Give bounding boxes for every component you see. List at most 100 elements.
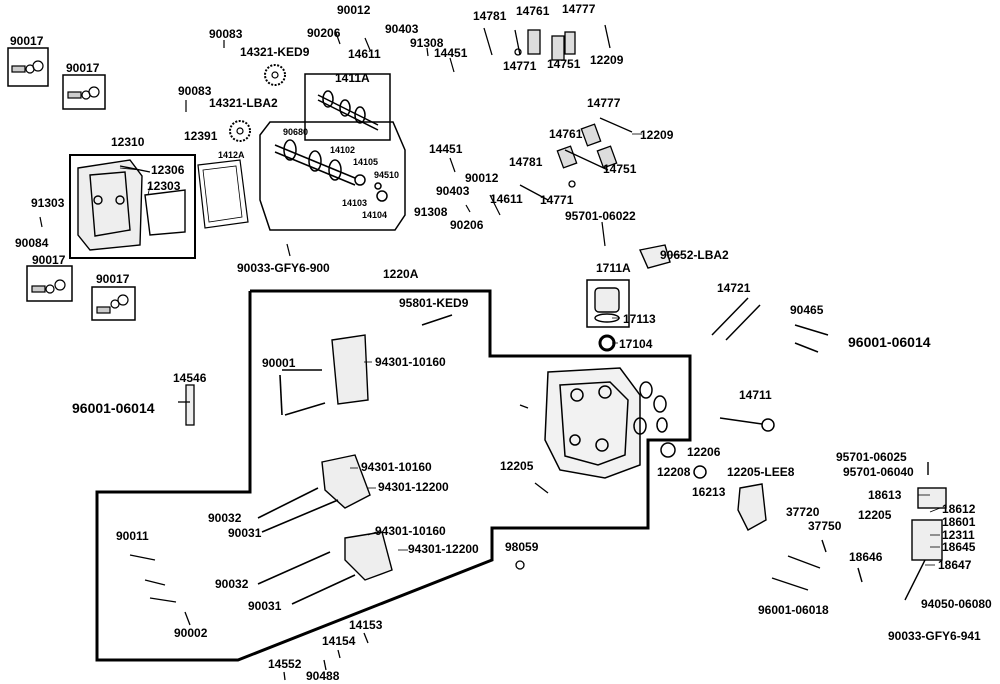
label-94301-12200-b: 94301-12200 bbox=[408, 542, 479, 556]
label-90032-a: 90032 bbox=[208, 511, 242, 525]
sprocket-ked9-shape bbox=[264, 64, 286, 86]
box-camshaft-kit bbox=[259, 121, 406, 231]
studs-shape bbox=[257, 314, 453, 605]
label-94301-12200-a: 94301-12200 bbox=[378, 480, 449, 494]
label-90403-a: 90403 bbox=[385, 22, 419, 36]
label-14451-b: 14451 bbox=[429, 142, 463, 156]
label-95701-06040: 95701-06040 bbox=[843, 465, 914, 479]
sprocket-lba2-shape bbox=[229, 120, 251, 142]
label-98059: 98059 bbox=[505, 540, 539, 554]
label-96001-06014-a: 96001-06014 bbox=[72, 400, 155, 416]
cylinder-head-shape bbox=[544, 367, 668, 479]
label-12206: 12206 bbox=[687, 445, 721, 459]
cylinder-head-group-boundary bbox=[95, 289, 692, 662]
small-fasteners-shape bbox=[39, 29, 606, 257]
camshaft-a-shape bbox=[317, 90, 379, 131]
label-14721: 14721 bbox=[717, 281, 751, 295]
label-94510: 94510 bbox=[374, 170, 400, 180]
label-14777-a: 14777 bbox=[562, 2, 596, 16]
label-14761-a: 14761 bbox=[516, 4, 550, 18]
misc-small-parts-shape bbox=[129, 384, 549, 681]
label-90011: 90011 bbox=[116, 529, 149, 543]
box-1411A bbox=[304, 73, 391, 141]
label-14546: 14546 bbox=[173, 371, 207, 385]
label-14771-a: 14771 bbox=[503, 59, 537, 73]
label-14105: 14105 bbox=[353, 157, 379, 167]
label-90083-b: 90083 bbox=[178, 84, 212, 98]
label-95701-06022: 95701-06022 bbox=[565, 209, 636, 223]
label-90032-b: 90032 bbox=[215, 577, 249, 591]
label-14781-b: 14781 bbox=[509, 155, 543, 169]
label-90031-a: 90031 bbox=[228, 526, 262, 540]
label-94301-10160-b: 94301-10160 bbox=[361, 460, 432, 474]
camshaft-b-shape bbox=[274, 139, 388, 202]
label-18647: 18647 bbox=[938, 558, 972, 572]
label-90033-gfy6-941: 90033-GFY6-941 bbox=[888, 629, 981, 643]
label-14781-a: 14781 bbox=[473, 9, 507, 23]
label-37750: 37750 bbox=[808, 519, 842, 533]
leader-lines bbox=[119, 133, 941, 566]
label-94301-10160-c: 94301-10160 bbox=[375, 524, 446, 538]
label-12209-b: 12209 bbox=[640, 128, 674, 142]
label-14102: 14102 bbox=[330, 145, 356, 155]
label-12205-b: 12205 bbox=[858, 508, 892, 522]
label-17104: 17104 bbox=[619, 337, 653, 351]
tensioner-shape bbox=[737, 483, 863, 591]
valve-cover-shape bbox=[77, 159, 186, 251]
label-18601: 18601 bbox=[942, 515, 976, 529]
label-12311: 12311 bbox=[942, 528, 975, 542]
label-94301-10160-a: 94301-10160 bbox=[375, 355, 446, 369]
label-18646: 18646 bbox=[849, 550, 883, 564]
label-91303: 91303 bbox=[31, 196, 65, 210]
label-90017-d: 90017 bbox=[96, 272, 130, 286]
label-90031-b: 90031 bbox=[248, 599, 282, 613]
label-91308-b: 91308 bbox=[414, 205, 448, 219]
label-90017-c: 90017 bbox=[32, 253, 66, 267]
label-1411A: 1411A bbox=[335, 71, 370, 85]
label-90206-a: 90206 bbox=[307, 26, 341, 40]
linkage-shape bbox=[904, 462, 947, 601]
label-37720: 37720 bbox=[786, 505, 820, 519]
bolt-90017-a-shape bbox=[11, 60, 44, 74]
label-12205-a: 12205 bbox=[500, 459, 534, 473]
label-90083-a: 90083 bbox=[209, 27, 243, 41]
label-14711: 14711 bbox=[739, 388, 772, 402]
bolt-90017-c-shape bbox=[31, 279, 66, 294]
box-90017-b bbox=[62, 74, 106, 110]
bolt-90017-d-shape bbox=[96, 294, 129, 314]
label-90033-gfy6-900: 90033-GFY6-900 bbox=[237, 261, 330, 275]
label-96001-06018: 96001-06018 bbox=[758, 603, 829, 617]
label-12306: 12306 bbox=[151, 163, 185, 177]
label-90680: 90680 bbox=[283, 127, 309, 137]
label-12310: 12310 bbox=[111, 135, 145, 149]
label-14761-b: 14761 bbox=[549, 127, 583, 141]
label-18645: 18645 bbox=[942, 540, 976, 554]
label-1220A: 1220A bbox=[383, 267, 419, 281]
label-14103: 14103 bbox=[342, 198, 368, 208]
label-16213: 16213 bbox=[692, 485, 726, 499]
label-14751-b: 14751 bbox=[603, 162, 637, 176]
label-1412A: 1412A bbox=[218, 150, 245, 160]
box-1711A bbox=[586, 279, 630, 328]
label-12208: 12208 bbox=[657, 465, 691, 479]
label-14104: 14104 bbox=[362, 210, 388, 220]
label-90084: 90084 bbox=[15, 236, 49, 250]
label-12303: 12303 bbox=[147, 179, 181, 193]
gasket-shape bbox=[197, 159, 249, 229]
label-14153: 14153 bbox=[349, 618, 383, 632]
label-90206-b: 90206 bbox=[450, 218, 484, 232]
label-14451-a: 14451 bbox=[434, 46, 468, 60]
label-94050-06080: 94050-06080 bbox=[921, 597, 992, 611]
label-90017-b: 90017 bbox=[66, 61, 100, 75]
label-96001-06014-b: 96001-06014 bbox=[848, 334, 931, 350]
label-17113: 17113 bbox=[623, 312, 656, 326]
box-90017-d bbox=[91, 286, 136, 321]
label-14552: 14552 bbox=[268, 657, 302, 671]
label-12391: 12391 bbox=[184, 129, 218, 143]
label-95801-ked9: 95801-KED9 bbox=[399, 296, 469, 310]
label-14321-lba2: 14321-LBA2 bbox=[209, 96, 278, 110]
rocker-arms-mid-shape bbox=[519, 117, 633, 201]
rocker-arms-top-shape bbox=[483, 24, 611, 61]
label-90652-lba2: 90652-LBA2 bbox=[660, 248, 729, 262]
